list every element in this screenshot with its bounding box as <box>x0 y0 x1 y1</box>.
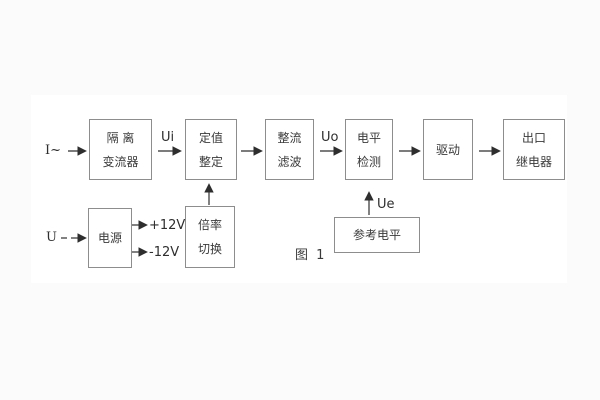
label-ue: Ue <box>377 197 395 212</box>
label-input-voltage: U <box>46 230 57 245</box>
block-label: 出口 <box>521 130 546 145</box>
block-setpoint-adjust: 定值 整定 <box>185 119 237 180</box>
block-label: 隔 离 <box>106 130 135 145</box>
block-power-supply: 电源 <box>88 208 132 268</box>
block-label: 整定 <box>198 154 223 169</box>
block-label: 驱动 <box>435 142 460 157</box>
block-output-relay: 出口 继电器 <box>503 119 565 180</box>
label-ui: Ui <box>161 130 175 145</box>
block-label: 电平 <box>356 130 381 145</box>
block-label: 切换 <box>197 242 222 256</box>
block-label: 电源 <box>97 231 122 245</box>
block-drive: 驱动 <box>423 119 473 180</box>
label-uo: Uo <box>321 130 339 145</box>
label-input-current: I~ <box>45 143 62 158</box>
block-label: 滤波 <box>277 154 302 169</box>
block-label: 检测 <box>356 154 381 169</box>
block-ratio-switch: 倍率 切换 <box>185 206 235 268</box>
block-label: 参考电平 <box>352 228 401 242</box>
block-reference-level: 参考电平 <box>334 217 420 253</box>
block-label: 定值 <box>198 130 223 145</box>
label-plus12v: +12V <box>149 218 186 233</box>
block-label: 继电器 <box>515 154 552 169</box>
block-rectifier-filter: 整流 滤波 <box>265 119 314 180</box>
label-minus12v: -12V <box>149 245 180 260</box>
figure-caption: 图 1 <box>295 248 327 263</box>
block-label: 倍率 <box>197 218 222 232</box>
block-label: 整流 <box>277 130 302 145</box>
block-isolation-transformer: 隔 离 变流器 <box>89 119 152 180</box>
block-label: 变流器 <box>102 154 139 169</box>
block-level-detect: 电平 检测 <box>345 119 393 180</box>
